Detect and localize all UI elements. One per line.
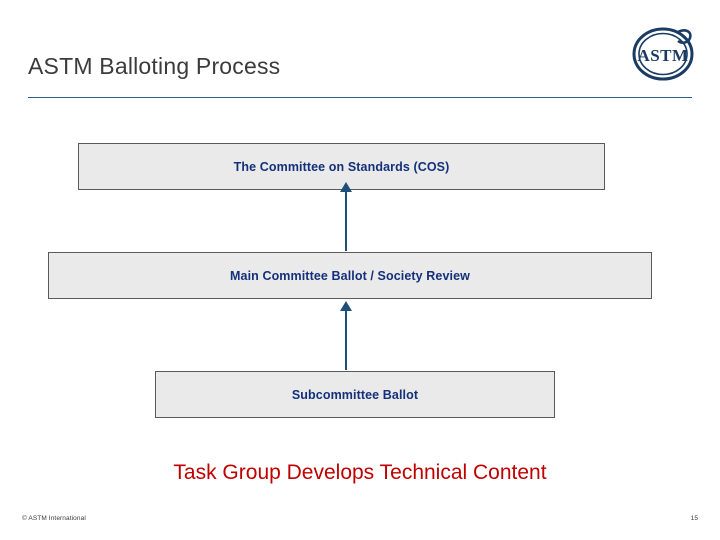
footer-copyright: © ASTM International (22, 515, 86, 522)
arrow-up-main-to-cos-icon (340, 182, 352, 251)
arrow-up-sub-to-main-icon (340, 301, 352, 370)
flow-box-main-committee-label: Main Committee Ballot / Society Review (230, 268, 470, 283)
astm-logo-icon: ASTM (632, 26, 694, 82)
flow-box-main-committee: Main Committee Ballot / Society Review (48, 252, 652, 299)
task-group-label: Task Group Develops Technical Content (173, 461, 547, 484)
flow-box-subcommittee: Subcommittee Ballot (155, 371, 555, 418)
flow-box-subcommittee-label: Subcommittee Ballot (291, 387, 419, 402)
header-divider (28, 97, 692, 98)
page-title: ASTM Balloting Process (28, 53, 281, 80)
footer-page-number: 15 (690, 515, 698, 522)
flow-box-cos-label: The Committee on Standards (COS) (233, 159, 450, 174)
svg-text:ASTM: ASTM (637, 46, 688, 65)
